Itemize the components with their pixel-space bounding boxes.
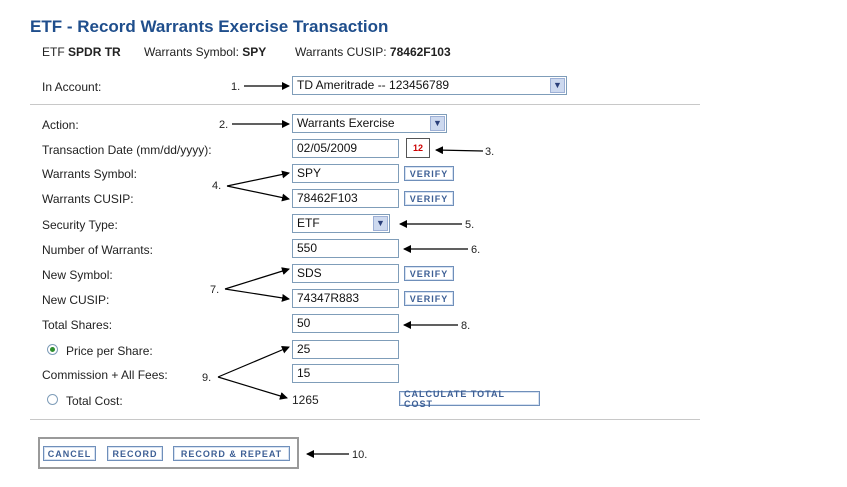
button-group xyxy=(38,437,299,469)
info-symbol-value: SPY xyxy=(242,45,267,59)
etf-type-name: SPDR TR xyxy=(68,45,121,59)
commission-label: Commission + All Fees: xyxy=(42,368,168,382)
price-per-share-label: Price per Share: xyxy=(66,344,153,358)
account-select[interactable]: TD Ameritrade -- 123456789 ▼ xyxy=(292,76,567,95)
action-label: Action: xyxy=(42,118,79,132)
commission-input[interactable]: 15 xyxy=(292,364,399,383)
divider xyxy=(30,104,700,105)
warrants-cusip-input[interactable]: 78462F103 xyxy=(292,189,399,208)
annotation-3: 3. xyxy=(485,146,495,158)
annotation-1: 1. xyxy=(231,81,241,93)
warrants-symbol-input[interactable]: SPY xyxy=(292,164,399,183)
info-cusip: Warrants CUSIP: 78462F103 xyxy=(295,45,451,59)
etf-type-prefix: ETF xyxy=(42,45,65,59)
new-cusip-input[interactable]: 74347R883 xyxy=(292,289,399,308)
verify-new-cusip-button[interactable]: VERIFY xyxy=(404,291,454,306)
arrow-4b xyxy=(226,185,290,202)
info-cusip-label: Warrants CUSIP: xyxy=(295,45,387,59)
info-cusip-value: 78462F103 xyxy=(389,45,451,59)
cancel-button[interactable]: CANCEL xyxy=(43,446,96,461)
info-symbol: Warrants Symbol: SPY xyxy=(144,45,266,59)
total-shares-label: Total Shares: xyxy=(42,318,113,332)
security-type-select[interactable]: ETF ▼ xyxy=(292,214,390,233)
calculate-total-cost-button[interactable]: CALCULATE TOTAL COST xyxy=(399,389,540,409)
security-type-value: ETF xyxy=(297,216,320,230)
warrants-cusip-label: Warrants CUSIP: xyxy=(42,192,134,206)
annotation-4: 4. xyxy=(212,180,222,192)
new-cusip-label: New CUSIP: xyxy=(42,293,110,307)
security-type-label: Security Type: xyxy=(42,218,118,232)
account-label: In Account: xyxy=(42,80,102,94)
arrow-4a xyxy=(226,170,290,187)
info-symbol-label: Warrants Symbol: xyxy=(144,45,239,59)
num-warrants-label: Number of Warrants: xyxy=(42,243,153,257)
total-cost-value: 1265 xyxy=(292,393,319,407)
arrow-9b xyxy=(217,376,288,400)
page-title: ETF - Record Warrants Exercise Transacti… xyxy=(30,17,389,36)
new-symbol-input[interactable]: SDS xyxy=(292,264,399,283)
chevron-down-icon[interactable]: ▼ xyxy=(430,116,445,131)
divider xyxy=(30,419,700,420)
price-per-share-radio[interactable] xyxy=(47,344,58,355)
arrow-9a xyxy=(217,346,290,378)
verify-warrants-cusip-button[interactable]: VERIFY xyxy=(404,191,454,206)
calendar-icon[interactable]: 12 xyxy=(406,138,430,158)
date-input[interactable]: 02/05/2009 xyxy=(292,139,399,158)
arrow-7b xyxy=(224,288,290,302)
total-cost-label: Total Cost: xyxy=(66,394,123,408)
num-warrants-input[interactable]: 550 xyxy=(292,239,399,258)
annotation-8: 8. xyxy=(461,320,471,332)
total-cost-radio[interactable] xyxy=(47,394,58,405)
etf-type: ETF SPDR TR xyxy=(42,45,121,59)
verify-new-symbol-button[interactable]: VERIFY xyxy=(404,266,454,281)
annotation-7: 7. xyxy=(210,284,220,296)
record-button[interactable]: RECORD xyxy=(107,446,163,461)
warrants-symbol-label: Warrants Symbol: xyxy=(42,167,137,181)
account-value: TD Ameritrade -- 123456789 xyxy=(297,78,450,92)
record-repeat-button[interactable]: RECORD & REPEAT xyxy=(173,446,290,461)
total-shares-input[interactable]: 50 xyxy=(292,314,399,333)
annotation-10: 10. xyxy=(352,449,368,461)
chevron-down-icon[interactable]: ▼ xyxy=(550,78,565,93)
date-label: Transaction Date (mm/dd/yyyy): xyxy=(42,143,212,157)
chevron-down-icon[interactable]: ▼ xyxy=(373,216,388,231)
arrow-3 xyxy=(435,146,484,155)
arrow-7a xyxy=(224,267,290,290)
action-select[interactable]: Warrants Exercise ▼ xyxy=(292,114,447,133)
annotation-6: 6. xyxy=(471,244,481,256)
annotation-2: 2. xyxy=(219,119,229,131)
new-symbol-label: New Symbol: xyxy=(42,268,113,282)
annotation-5: 5. xyxy=(465,219,475,231)
action-value: Warrants Exercise xyxy=(297,116,395,130)
annotation-9: 9. xyxy=(202,372,212,384)
price-per-share-input[interactable]: 25 xyxy=(292,340,399,359)
verify-warrants-symbol-button[interactable]: VERIFY xyxy=(404,166,454,181)
